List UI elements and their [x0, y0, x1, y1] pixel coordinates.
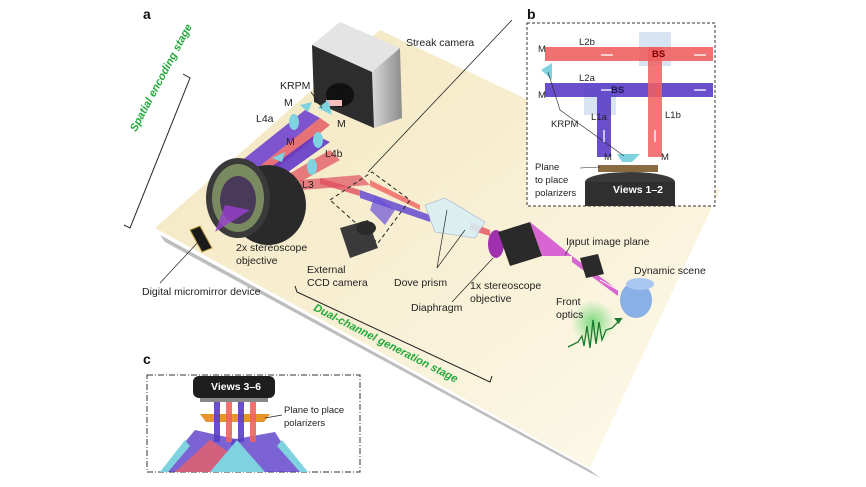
dynamic-scene	[620, 278, 654, 318]
label-objective-1x-line1: 1x stereoscope	[470, 280, 542, 292]
b-label-plane-line1: Plane	[535, 162, 560, 173]
c-label-views: Views 3–6	[211, 381, 262, 393]
label-l4a: L4a	[256, 113, 274, 125]
spatial-encoding-bracket	[123, 73, 191, 229]
lens-l4a	[289, 114, 299, 130]
label-front-optics-line1: Front	[556, 296, 581, 308]
panel-b-inset	[526, 22, 716, 207]
label-front-optics-line2: optics	[556, 309, 584, 321]
c-label-plane-line2: polarizers	[284, 418, 326, 429]
laser-pulse	[567, 300, 623, 349]
objective-1x	[488, 222, 572, 266]
b-label-bs-top: BS	[652, 49, 666, 60]
label-dynamic-scene: Dynamic scene	[634, 265, 706, 277]
label-objective-2x-line1: 2x stereoscope	[236, 242, 308, 254]
c-label-plane-line1: Plane to place	[284, 405, 345, 416]
b-label-m-bottom: M	[538, 90, 546, 101]
b-label-m-lower-right: M	[661, 152, 669, 163]
encoding-optics	[272, 100, 332, 175]
leader-lines-a	[159, 91, 574, 303]
b-label-m-lower-left: M	[604, 152, 612, 163]
lens-l4b	[313, 132, 323, 148]
objective-2x	[206, 158, 306, 245]
label-diaphragm: Diaphragm	[411, 302, 463, 314]
label-m-mid: M	[286, 136, 295, 148]
b-label-l2a: L2a	[579, 73, 595, 84]
dove-prism	[424, 197, 486, 239]
front-optics	[572, 254, 619, 296]
label-streak-camera: Streak camera	[406, 37, 475, 49]
label-ccd-line1: External	[307, 264, 346, 276]
label-l4b: L4b	[325, 148, 343, 160]
panel-c-inset	[146, 374, 361, 473]
b-label-l1a: L1a	[591, 112, 607, 123]
label-dmd: Digital micromirror device	[142, 286, 261, 298]
b-label-bs-bottom: BS	[611, 85, 625, 96]
b-label-l2b: L2b	[579, 37, 595, 48]
lens-l3	[307, 159, 317, 175]
label-m-right: M	[337, 118, 346, 130]
krpm-prism	[318, 100, 332, 115]
label-l3: L3	[302, 179, 314, 191]
dual-channel-bracket	[294, 285, 493, 383]
mirror-m-mid	[272, 152, 285, 162]
panel-label-c: c	[143, 351, 151, 367]
panel-label-a: a	[143, 6, 151, 22]
zoom-leader-line	[367, 19, 513, 173]
label-input-image-plane: Input image plane	[566, 236, 650, 248]
label-krpm: KRPM	[280, 80, 311, 92]
label-m-top: M	[284, 97, 293, 109]
digital-micromirror-device	[189, 225, 213, 253]
table-shadow	[160, 235, 600, 478]
label-dove-prism: Dove prism	[394, 277, 448, 289]
panel-label-b: b	[527, 6, 536, 22]
b-label-m-top: M	[538, 44, 546, 55]
b-label-plane-line3: polarizers	[535, 188, 577, 199]
b-label-krpm: KRPM	[551, 119, 579, 130]
external-ccd-camera	[340, 220, 378, 258]
mirror-m-top	[300, 102, 312, 112]
b-label-plane-line2: to place	[535, 175, 569, 186]
b-label-views: Views 1–2	[613, 184, 664, 196]
b-label-l1b: L1b	[665, 110, 681, 121]
label-ccd-line2: CCD camera	[307, 277, 368, 289]
label-objective-2x-line2: objective	[236, 255, 278, 267]
label-objective-1x-line2: objective	[470, 293, 512, 305]
